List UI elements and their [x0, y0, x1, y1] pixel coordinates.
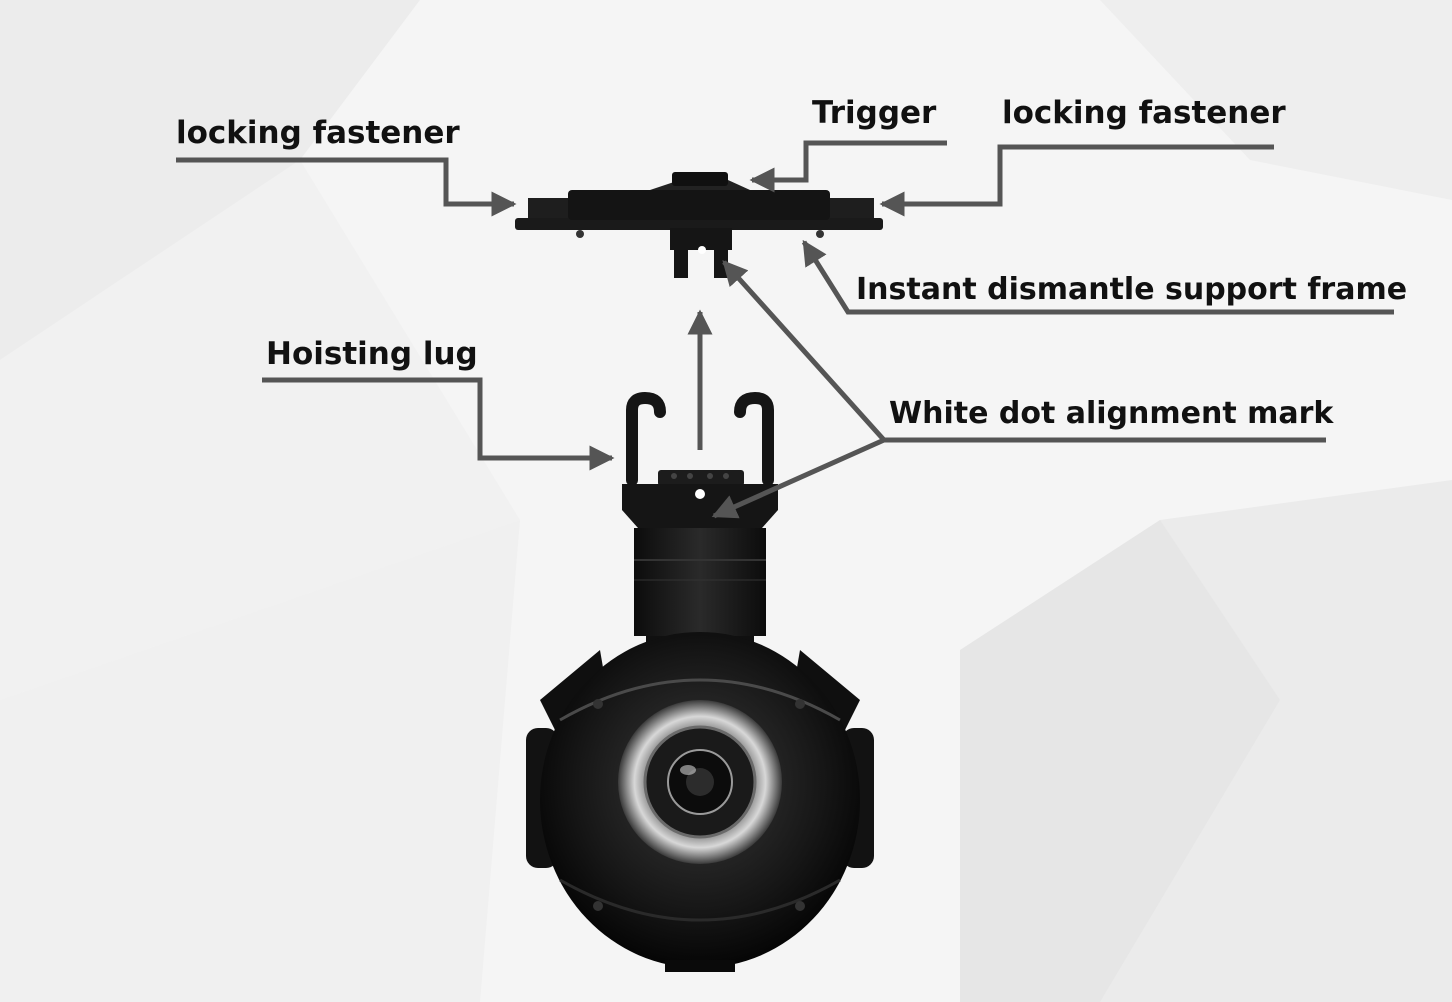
camera-lens — [618, 700, 782, 864]
label-white-dot-alignment-mark: White dot alignment mark — [889, 396, 1334, 431]
label-instant-dismantle-support-frame: Instant dismantle support frame — [856, 272, 1408, 307]
leader-locking-fastener-left — [176, 157, 517, 217]
leader-trigger — [749, 140, 947, 193]
hoisting-lugs — [626, 391, 774, 486]
leader-locking-fastener-right — [879, 144, 1274, 217]
support-frame — [515, 172, 883, 278]
label-locking-fastener-right: locking fastener — [1002, 95, 1286, 131]
label-hoisting-lug: Hoisting lug — [266, 336, 478, 372]
leader-support-frame — [801, 239, 1394, 315]
label-trigger: Trigger — [812, 95, 937, 131]
label-locking-fastener-left: locking fastener — [176, 115, 460, 151]
leader-white-dot-alignment-mark-lower — [711, 437, 886, 519]
leader-hoisting-lug — [262, 377, 615, 471]
